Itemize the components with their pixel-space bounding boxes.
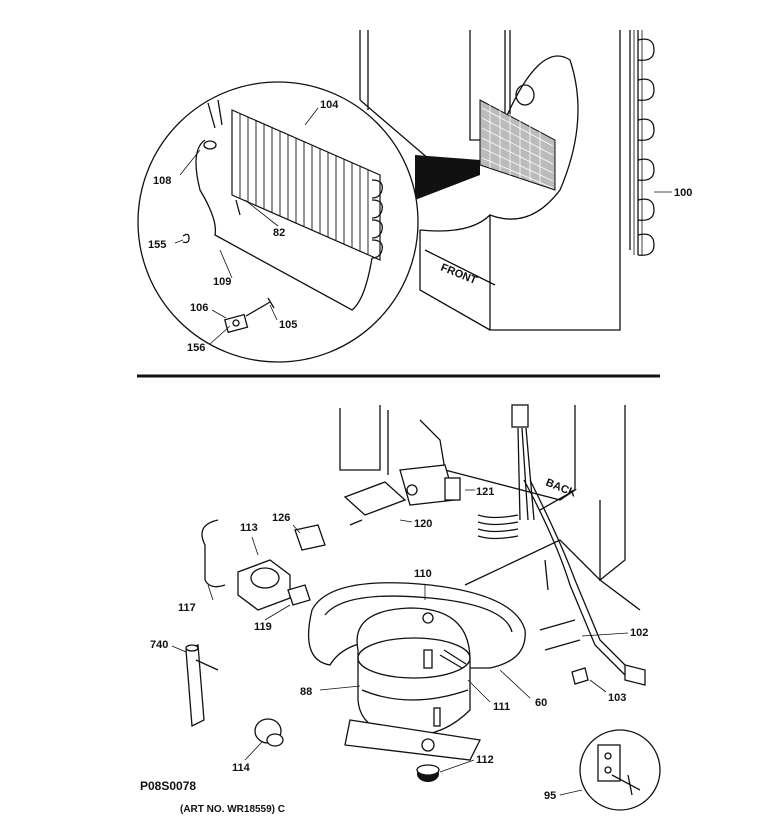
label-113: 113: [240, 522, 258, 534]
label-117: 117: [178, 602, 196, 614]
clip-103: [571, 632, 629, 693]
label-103: 103: [608, 692, 626, 704]
drawing-code: P08S0078: [140, 779, 196, 793]
label-126: 126: [272, 512, 290, 524]
grommet: [244, 718, 284, 761]
label-60: 60: [535, 697, 547, 709]
label-120: 120: [414, 518, 432, 530]
label-108: 108: [153, 175, 171, 187]
cabinet-top: FRONT: [359, 30, 621, 331]
label-82: 82: [273, 227, 285, 239]
label-114: 114: [232, 762, 251, 774]
label-109: 109: [213, 276, 231, 288]
label-100: 100: [674, 187, 692, 199]
label-155: 155: [148, 239, 166, 251]
label-112: 112: [476, 754, 494, 766]
label-119: 119: [254, 621, 272, 633]
label-156: 156: [187, 342, 205, 354]
relay-assembly: [343, 464, 475, 526]
back-label: BACK: [544, 477, 578, 500]
part-labels: 104 108 82 155 109 106 105 156 100 126 1…: [148, 99, 692, 802]
label-95: 95: [544, 790, 556, 802]
label-106: 106: [190, 302, 208, 314]
label-111: 111: [493, 701, 510, 713]
label-110: 110: [414, 568, 432, 580]
compressor-assembly: [308, 582, 531, 782]
label-102: 102: [630, 627, 648, 639]
outlet-inset: [559, 729, 661, 811]
start-components: [201, 519, 326, 621]
evaporator-inset: [137, 81, 419, 363]
drier: [171, 644, 219, 728]
wire-harness: [477, 404, 646, 686]
label-121: 121: [476, 486, 494, 498]
front-label: FRONT: [439, 262, 479, 287]
label-740: 740: [150, 639, 168, 651]
label-105: 105: [279, 319, 297, 331]
condenser-coil: [629, 30, 672, 256]
art-number: (ART NO. WR18559) C: [180, 804, 285, 815]
label-104: 104: [320, 99, 339, 111]
label-88: 88: [300, 686, 312, 698]
